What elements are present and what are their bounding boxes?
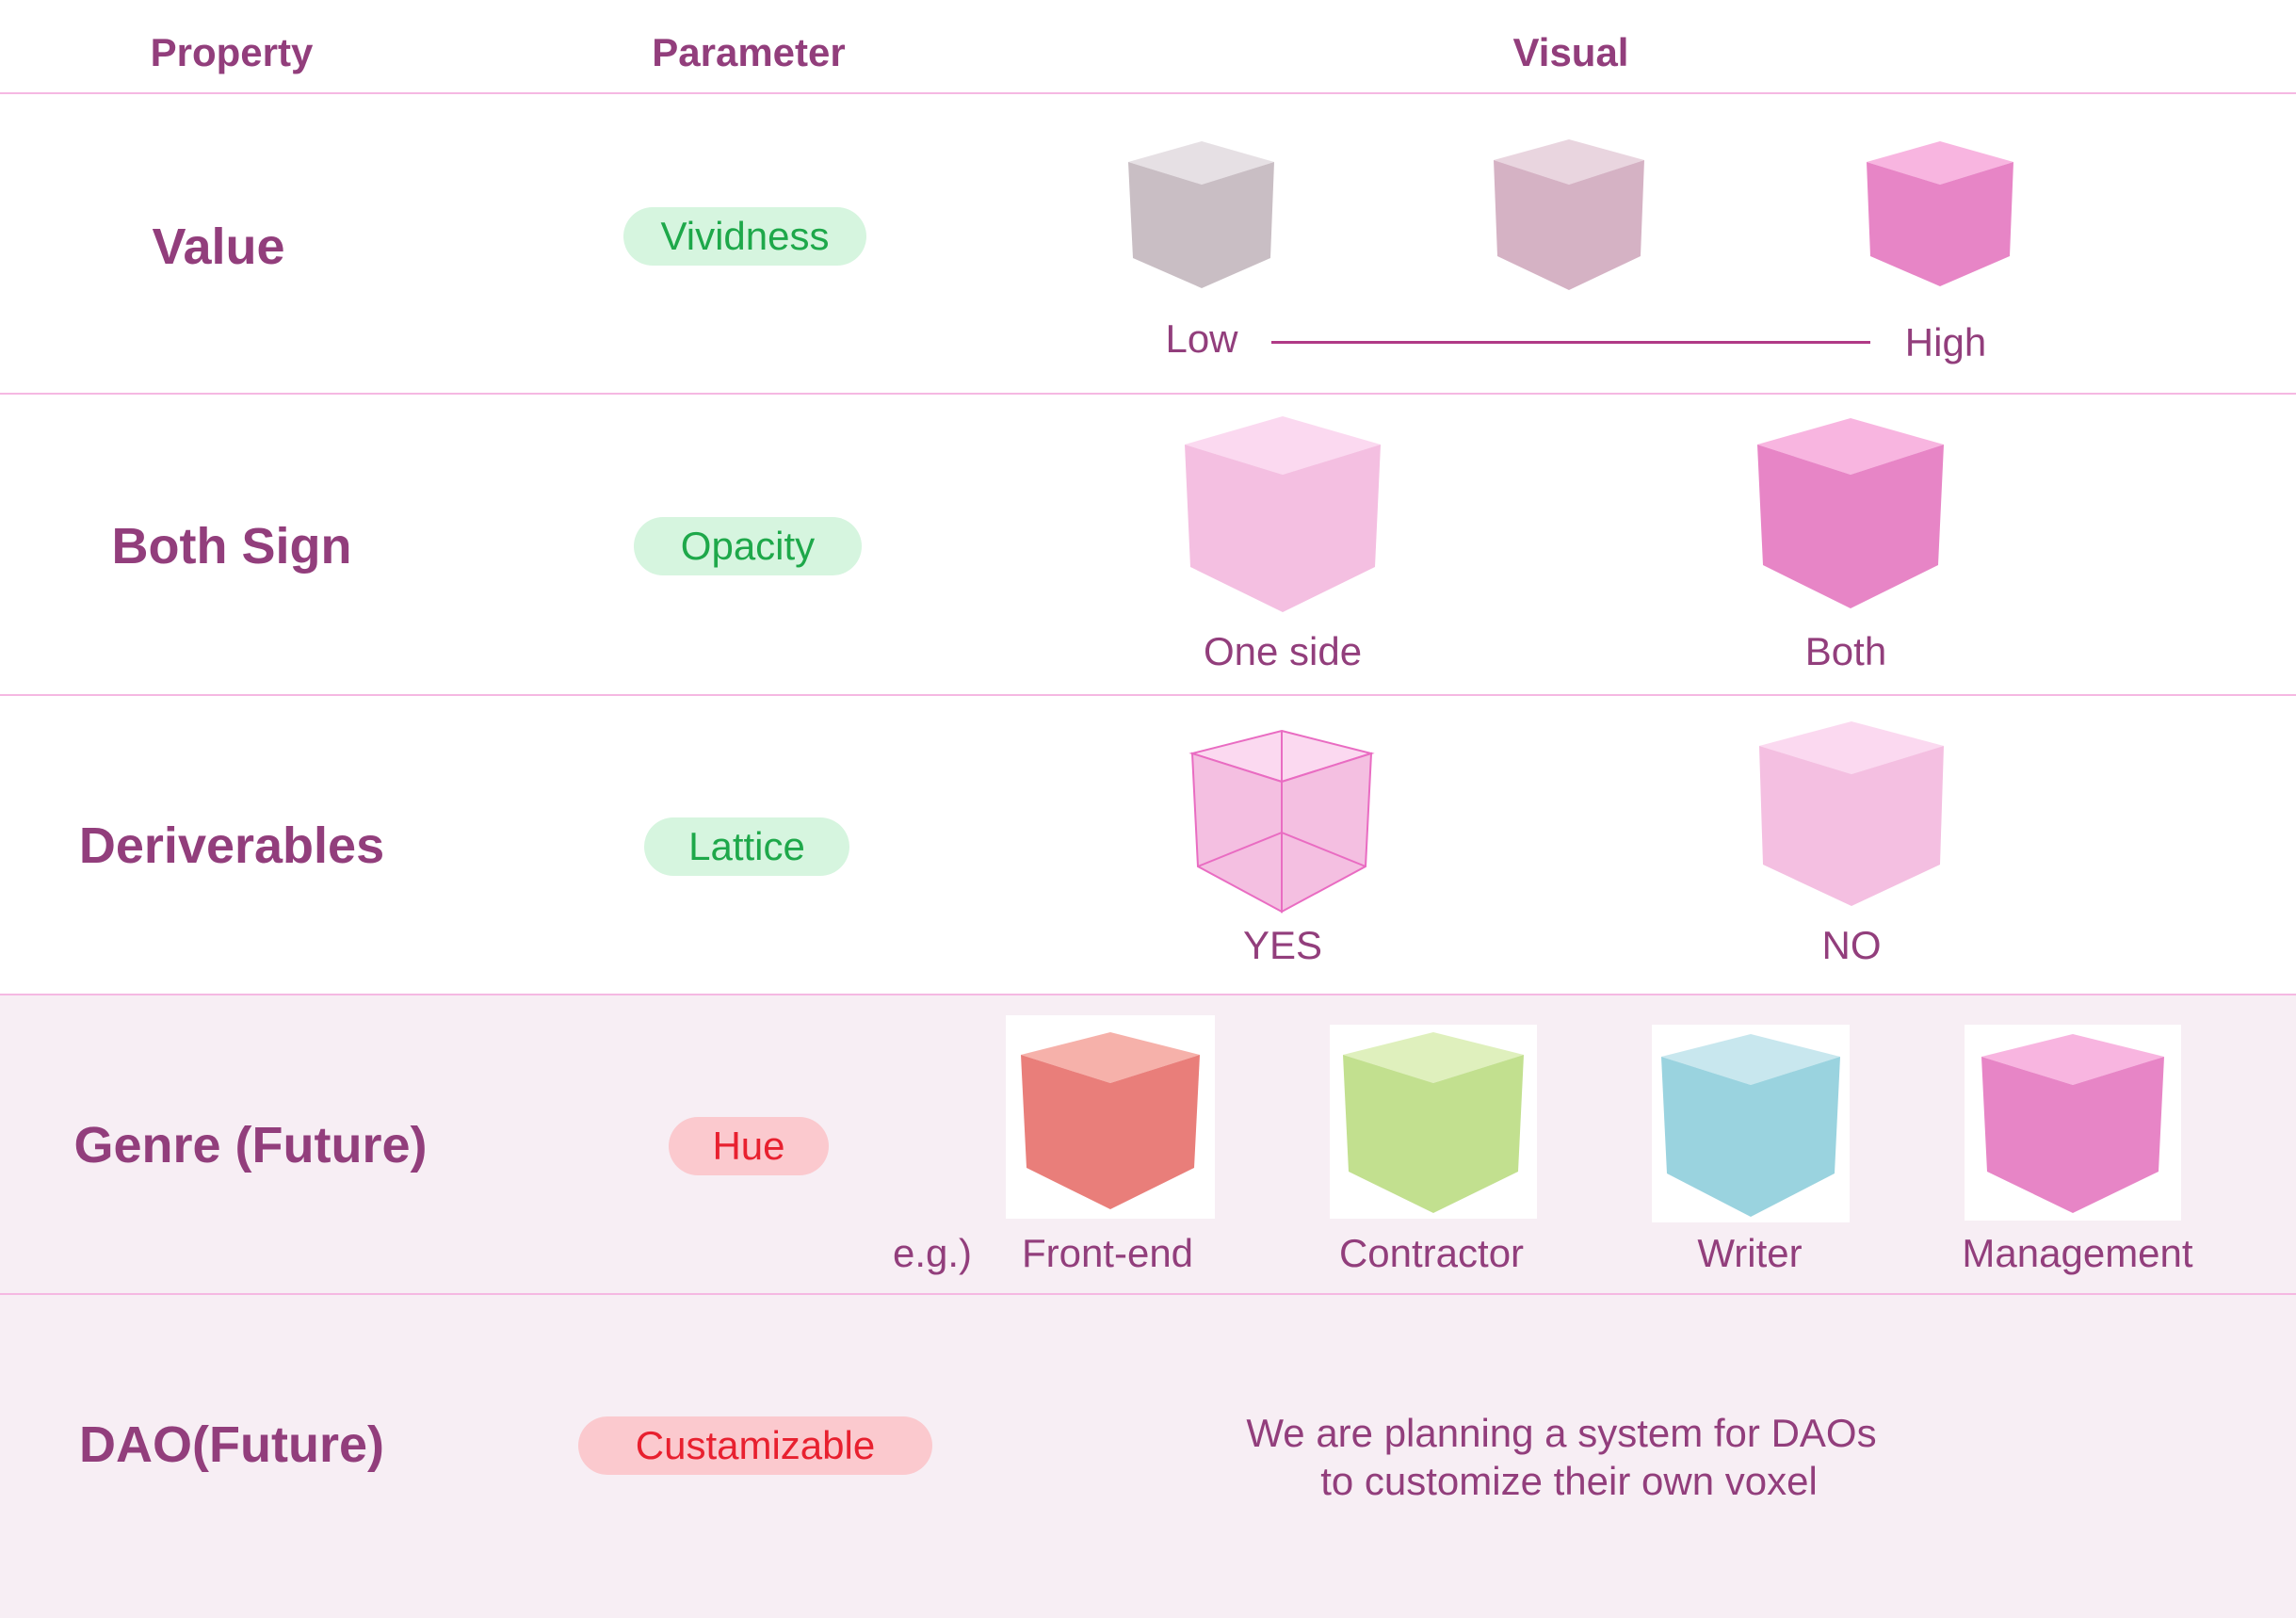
property-dao-future: DAO(Future) [79, 1416, 384, 1473]
parameter-pill-hue: Hue [669, 1117, 829, 1175]
parameter-pill-lattice: Lattice [644, 817, 849, 876]
property-deriverables: Deriverables [78, 817, 385, 874]
low-high-scale-line [1271, 341, 1870, 344]
cube-no-lattice [1759, 721, 1944, 906]
cube-one-side [1185, 416, 1381, 612]
cube-green-contractor [1343, 1032, 1524, 1213]
label-no: NO [1821, 923, 1882, 967]
label-low: Low [1165, 316, 1238, 361]
genre-tile-contractor [1330, 1025, 1537, 1219]
row-divider [0, 994, 2296, 995]
label-high: High [1904, 320, 1987, 364]
cube-mid-vividness [1494, 139, 1644, 290]
parameter-pill-opacity: Opacity [634, 517, 862, 575]
row-divider [0, 694, 2296, 696]
genre-tile-management [1965, 1025, 2181, 1221]
property-genre-future: Genre (Future) [73, 1117, 428, 1173]
dao-description-line-2: to customize their own voxel [1320, 1459, 1818, 1503]
row-divider [0, 1293, 2296, 1295]
genre-tile-front-end [1006, 1015, 1215, 1219]
parameter-pill-vividness: Vividness [623, 207, 866, 266]
genre-label-contractor: Contractor [1338, 1231, 1525, 1275]
label-one-side: One side [1203, 629, 1363, 673]
header-parameter: Parameter [652, 30, 846, 74]
cube-low-vividness [1128, 141, 1274, 288]
parameter-pill-custamizable: Custamizable [578, 1416, 932, 1475]
example-prefix: e.g.) [892, 1231, 973, 1275]
label-both: Both [1804, 629, 1887, 673]
cube-lattice-yes [1188, 729, 1375, 914]
cube-pink-management [1981, 1034, 2164, 1213]
dao-description-line-1: We are planning a system for DAOs [1246, 1411, 1877, 1455]
genre-label-front-end: Front-end [1021, 1231, 1194, 1275]
cube-red-front-end [1021, 1032, 1200, 1209]
genre-label-writer: Writer [1697, 1231, 1803, 1275]
row-divider [0, 393, 2296, 395]
genre-label-management: Management [1962, 1231, 2193, 1275]
label-yes: YES [1242, 923, 1323, 967]
genre-tile-writer [1652, 1025, 1850, 1222]
property-value: Value [152, 218, 285, 275]
cube-high-vividness [1867, 141, 2013, 286]
property-both-sign: Both Sign [111, 518, 352, 574]
cube-blue-writer [1661, 1034, 1840, 1217]
header-property: Property [150, 30, 314, 74]
header-divider [0, 92, 2296, 94]
cube-both [1757, 418, 1944, 608]
header-visual: Visual [1512, 30, 1629, 74]
